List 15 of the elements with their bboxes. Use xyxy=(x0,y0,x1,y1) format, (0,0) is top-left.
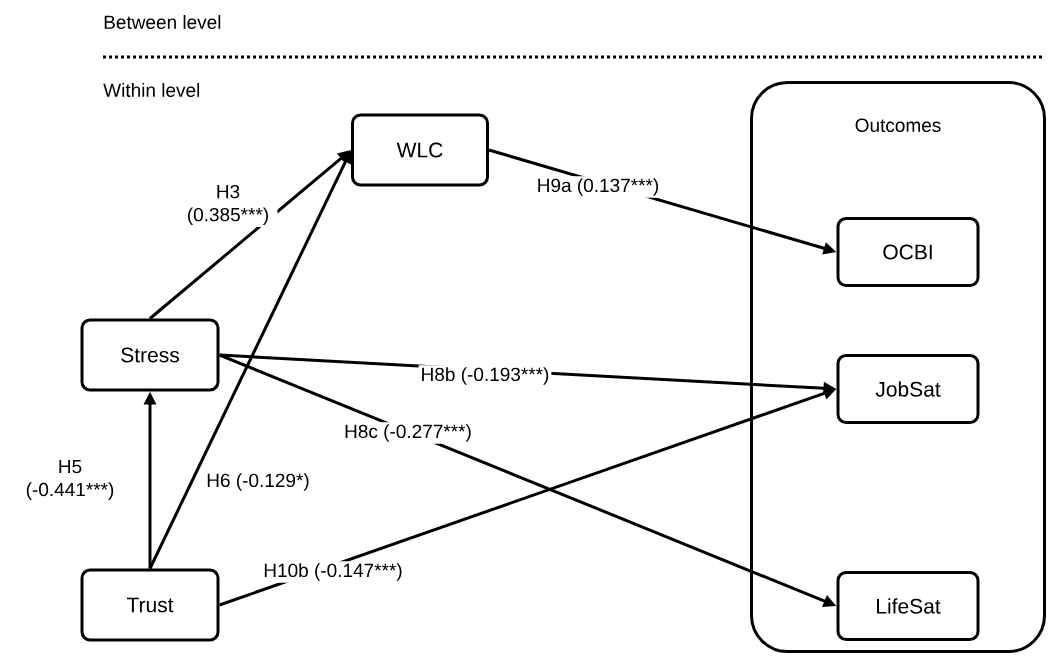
edge-label: H8c (-0.277***) xyxy=(342,422,474,444)
variable-box: OCBI xyxy=(836,217,980,287)
edge-label: H3 (0.385***) xyxy=(178,182,278,228)
edge-label: H8b (-0.193***) xyxy=(418,365,552,387)
edge-label: H9a (0.137***) xyxy=(534,176,662,198)
variable-box: WLC xyxy=(351,113,489,187)
level-label: Between level xyxy=(104,15,221,29)
variable-box: LifeSat xyxy=(836,571,980,641)
edge-label: H6 (-0.129*) xyxy=(204,471,312,493)
variable-box: Stress xyxy=(80,318,220,392)
level-label: Within level xyxy=(103,83,200,97)
variable-box: JobSat xyxy=(836,354,980,424)
edge-label: H10b (-0.147***) xyxy=(261,561,405,583)
variable-box: Trust xyxy=(80,568,220,642)
edge-label: H5 (-0.441***) xyxy=(20,458,120,502)
